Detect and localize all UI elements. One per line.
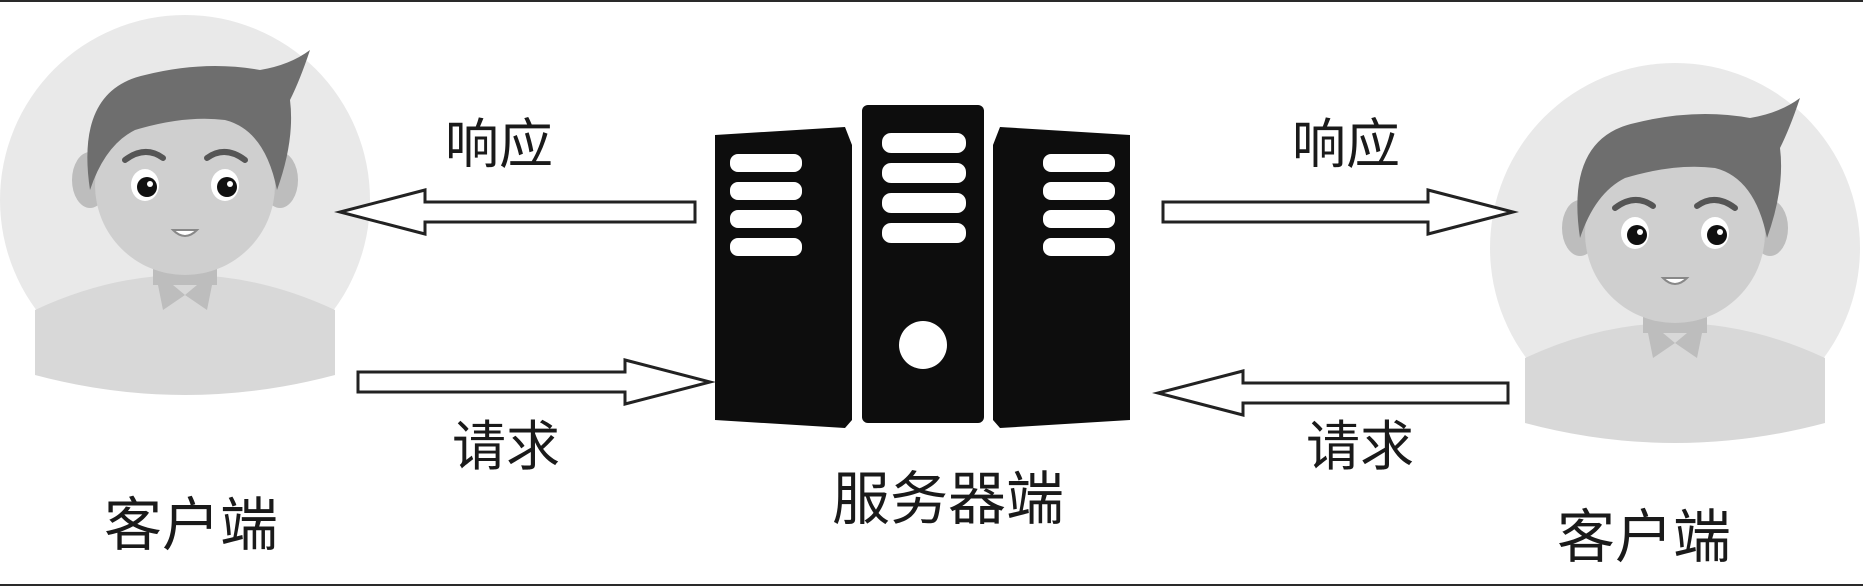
- bottom-border-line: [0, 584, 1863, 586]
- left-response-arrow: [334, 188, 697, 236]
- right-response-arrow: [1161, 188, 1519, 236]
- right-response-label: 响应: [1292, 113, 1400, 176]
- server-label: 服务器端: [832, 465, 1065, 533]
- left-request-label: 请求: [452, 415, 560, 478]
- left-request-arrow: [356, 358, 716, 406]
- left-response-label: 响应: [445, 113, 553, 176]
- right-client-avatar-icon: [1490, 63, 1860, 443]
- top-border-line: [0, 0, 1863, 2]
- right-client-label: 客户端: [1557, 503, 1732, 571]
- left-client-label: 客户端: [104, 491, 279, 559]
- right-request-arrow: [1152, 369, 1510, 417]
- server-icon: [715, 105, 1130, 428]
- left-client-avatar-icon: [0, 15, 370, 395]
- right-request-label: 请求: [1306, 415, 1414, 478]
